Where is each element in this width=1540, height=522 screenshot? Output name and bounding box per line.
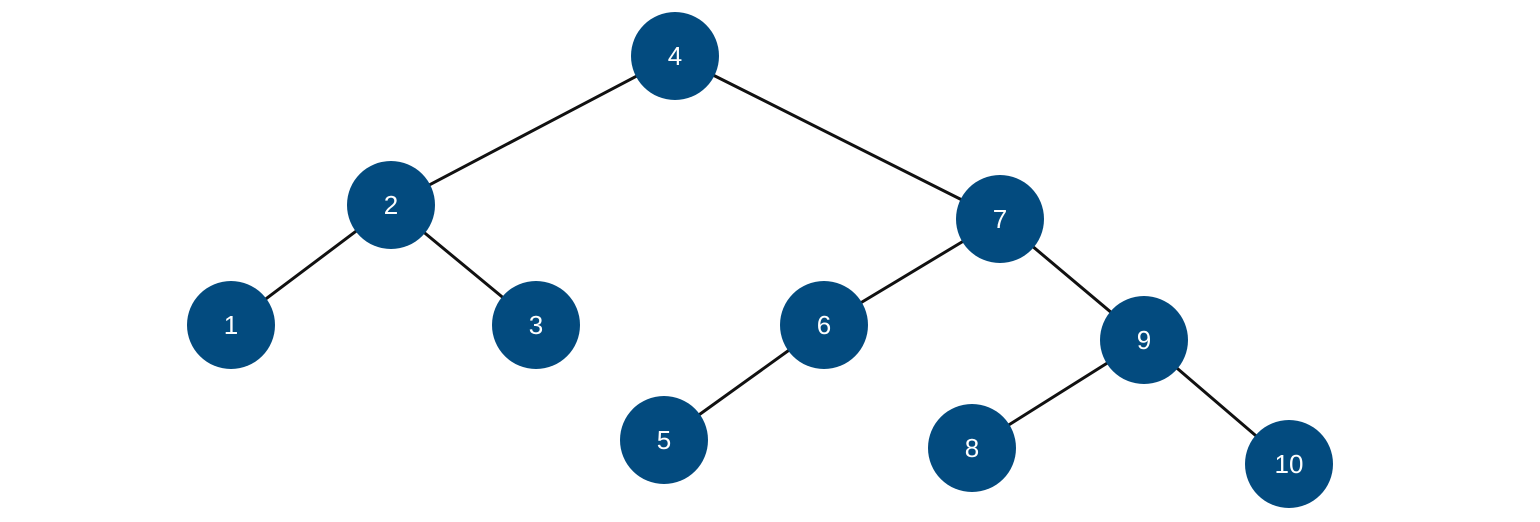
node-label: 7 <box>993 204 1007 234</box>
node-label: 10 <box>1275 449 1304 479</box>
edge-9-10 <box>1169 361 1264 443</box>
tree-node-6: 6 <box>780 281 868 369</box>
edges-layer <box>258 70 1264 443</box>
nodes-layer: 4 2 7 1 3 6 9 5 8 10 <box>187 12 1333 508</box>
node-label: 4 <box>668 41 682 71</box>
node-circle <box>492 281 580 369</box>
node-label: 1 <box>224 310 238 340</box>
node-circle <box>187 281 275 369</box>
edge-7-9 <box>1026 240 1118 319</box>
node-circle <box>347 161 435 249</box>
tree-node-4: 4 <box>631 12 719 100</box>
tree-node-1: 1 <box>187 281 275 369</box>
node-circle <box>1245 420 1333 508</box>
edge-7-6 <box>853 236 971 308</box>
edge-4-7 <box>705 70 970 205</box>
edge-2-3 <box>417 226 510 304</box>
tree-node-9: 9 <box>1100 296 1188 384</box>
node-label: 2 <box>384 190 398 220</box>
node-circle <box>780 281 868 369</box>
edge-4-2 <box>421 71 645 190</box>
edge-2-1 <box>258 225 364 305</box>
edge-6-5 <box>691 344 797 421</box>
tree-node-5: 5 <box>620 396 708 484</box>
node-circle <box>620 396 708 484</box>
node-circle <box>928 404 1016 492</box>
tree-node-10: 10 <box>1245 420 1333 508</box>
node-circle <box>631 12 719 100</box>
node-circle <box>956 175 1044 263</box>
tree-node-2: 2 <box>347 161 435 249</box>
edge-9-8 <box>1001 357 1115 431</box>
node-label: 6 <box>817 310 831 340</box>
tree-node-3: 3 <box>492 281 580 369</box>
node-label: 9 <box>1137 325 1151 355</box>
node-label: 5 <box>657 425 671 455</box>
tree-node-7: 7 <box>956 175 1044 263</box>
node-circle <box>1100 296 1188 384</box>
node-label: 3 <box>529 310 543 340</box>
node-label: 8 <box>965 433 979 463</box>
tree-node-8: 8 <box>928 404 1016 492</box>
